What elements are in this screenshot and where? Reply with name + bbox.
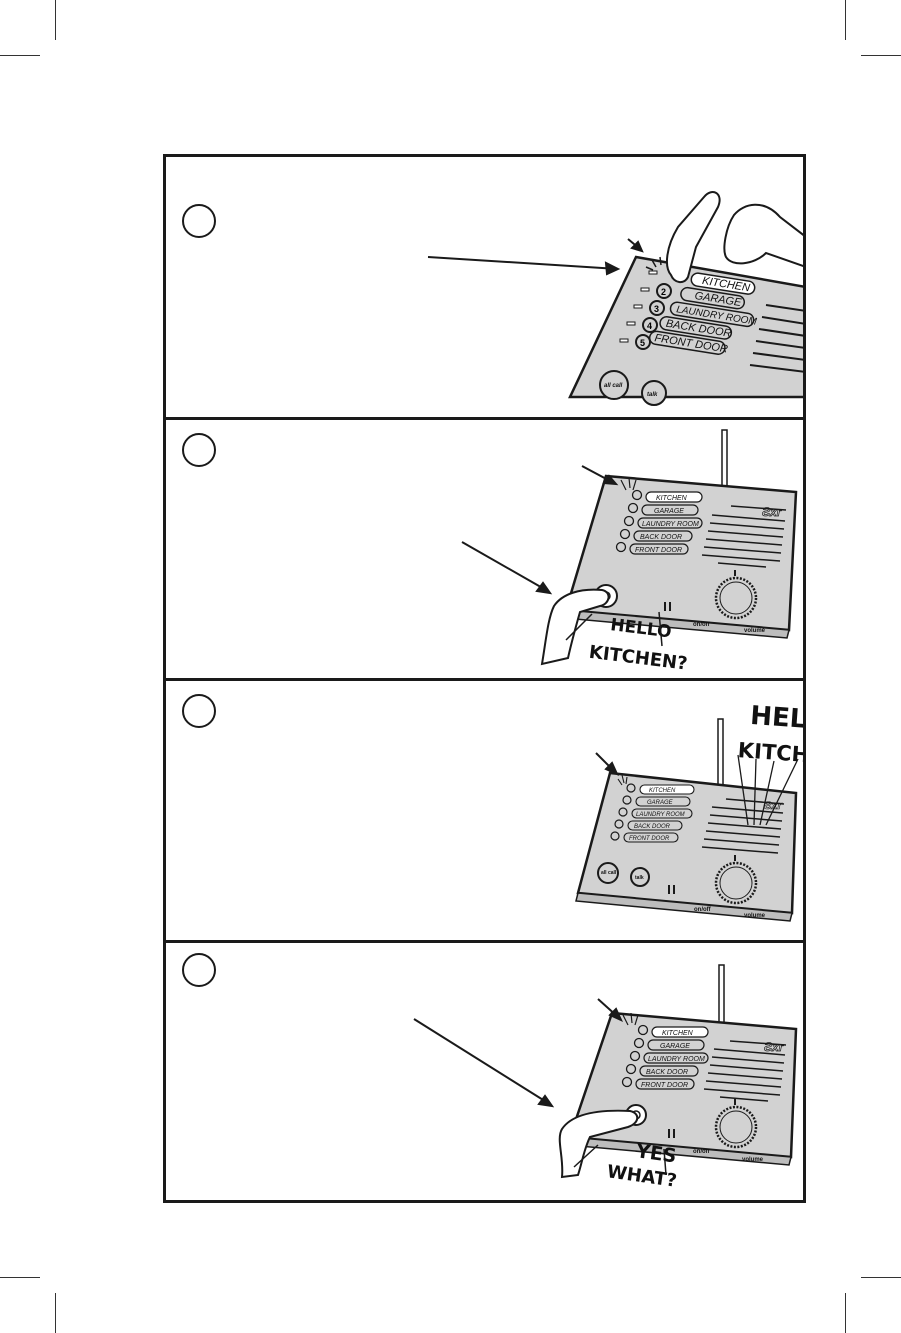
- step-2-illustration: KITCHEN GARAGE LAUNDRY ROOM BACK DOOR FR…: [166, 420, 803, 678]
- step-number-circle: [182, 433, 216, 467]
- volume-label: volume: [744, 628, 766, 634]
- brand-logo: Ƨxr: [762, 505, 783, 519]
- step-number-circle: [182, 204, 216, 238]
- talk-label: talk: [635, 875, 644, 881]
- speech-line: KITCHEN?: [588, 642, 689, 675]
- step-panel-2: KITCHEN GARAGE LAUNDRY ROOM BACK DOOR FR…: [166, 420, 803, 678]
- on-off-label: on/off: [694, 907, 712, 913]
- speech-line: KITCHEN?: [737, 738, 803, 770]
- room-label: FRONT DOOR: [635, 547, 682, 554]
- room-label: GARAGE: [647, 800, 674, 806]
- on-off-label: on/off: [693, 622, 711, 628]
- volume-label: volume: [742, 1157, 764, 1163]
- speech-line: YES: [634, 1140, 678, 1168]
- room-label: BACK DOOR: [634, 824, 671, 830]
- crop-mark: [0, 55, 40, 56]
- room-label: GARAGE: [654, 508, 684, 515]
- crop-mark: [845, 0, 846, 40]
- channel-number: 2: [661, 287, 666, 297]
- pointer-arrow: [428, 239, 642, 274]
- crop-mark: [861, 1277, 901, 1278]
- step-4-illustration: KITCHEN GARAGE LAUNDRY ROOM BACK DOOR FR…: [166, 943, 803, 1200]
- volume-label: volume: [744, 913, 766, 919]
- room-label: KITCHEN: [656, 495, 688, 502]
- pointer-arrow: [596, 753, 617, 774]
- room-label: KITCHEN: [662, 1030, 694, 1037]
- room-label: FRONT DOOR: [629, 836, 670, 842]
- speech-line: HELLO: [749, 701, 803, 737]
- step-panel-4: KITCHEN GARAGE LAUNDRY ROOM BACK DOOR FR…: [166, 943, 803, 1200]
- room-label: BACK DOOR: [646, 1069, 688, 1076]
- crop-mark: [861, 55, 901, 56]
- room-label: BACK DOOR: [640, 534, 682, 541]
- crop-mark: [55, 0, 56, 40]
- channel-number: 5: [640, 338, 645, 348]
- all-call-label: all call: [604, 383, 623, 389]
- step-number-circle: [182, 694, 216, 728]
- instruction-frame: KITCHEN GARAGE LAUNDRY ROOM BACK DOOR FR…: [163, 154, 806, 1203]
- on-off-label: on/off: [693, 1149, 711, 1155]
- room-label: LAUNDRY ROOM: [636, 812, 685, 818]
- crop-mark: [0, 1277, 40, 1278]
- channel-number: 4: [647, 321, 652, 331]
- step-panel-3: KITCHEN GARAGE LAUNDRY ROOM BACK DOOR FR…: [166, 681, 803, 940]
- step-3-illustration: KITCHEN GARAGE LAUNDRY ROOM BACK DOOR FR…: [166, 681, 803, 940]
- room-label: LAUNDRY ROOM: [642, 521, 699, 528]
- step-1-illustration: KITCHEN GARAGE LAUNDRY ROOM BACK DOOR FR…: [166, 157, 803, 417]
- step-panel-1: KITCHEN GARAGE LAUNDRY ROOM BACK DOOR FR…: [166, 157, 803, 417]
- talk-label: talk: [647, 392, 658, 398]
- all-call-label: all call: [601, 870, 617, 876]
- crop-mark: [845, 1293, 846, 1333]
- room-label: GARAGE: [660, 1043, 690, 1050]
- crop-mark: [55, 1293, 56, 1333]
- room-label: FRONT DOOR: [641, 1082, 688, 1089]
- brand-logo: Ƨxr: [764, 1040, 785, 1054]
- room-label: LAUNDRY ROOM: [648, 1056, 705, 1063]
- channel-number: 3: [654, 304, 659, 314]
- step-number-circle: [182, 953, 216, 987]
- room-label: KITCHEN: [649, 788, 676, 794]
